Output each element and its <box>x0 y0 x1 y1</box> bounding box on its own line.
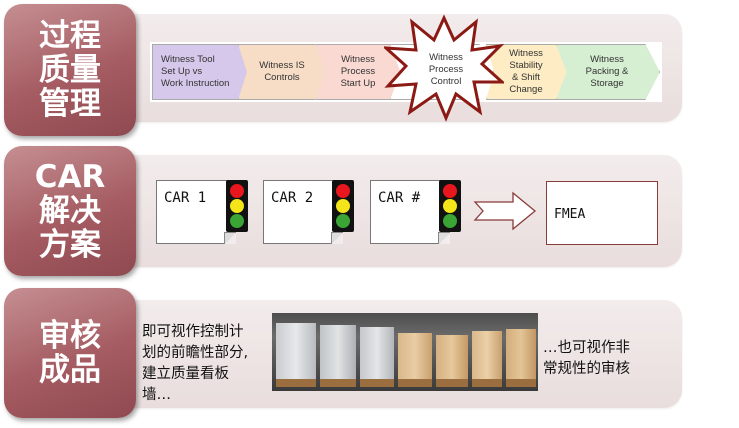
process-step-label: Witness Packing & Storage <box>585 54 629 89</box>
yellow-light-icon <box>230 199 244 213</box>
red-light-icon <box>336 184 350 198</box>
process-step-label: Witness Tool Set Up vs Work Instruction <box>161 54 230 89</box>
process-step-label: Witness IS Controls <box>259 60 305 83</box>
pallet-stack <box>360 327 394 387</box>
fmea-label: FMEA <box>554 207 586 222</box>
process-step-label: Witness Process Start Up <box>340 54 376 89</box>
car-document-2: CAR 2 <box>263 180 343 244</box>
process-step-packing: Witness Packing & Storage <box>556 44 660 100</box>
pallet-stack <box>436 335 468 387</box>
section-tab-audit-product: 审核 成品 <box>4 288 136 418</box>
page-fold-icon <box>438 232 450 244</box>
audit-note-right: …也可视作非 常规性的审核 <box>543 340 630 377</box>
process-step-tool-setup: Witness Tool Set Up vs Work Instruction <box>152 44 250 100</box>
car-label: CAR # <box>378 190 421 206</box>
traffic-light-icon <box>226 180 248 232</box>
car-label: CAR 2 <box>271 190 314 206</box>
process-step-label: Witness Stability & Shift Change <box>509 48 543 95</box>
car-label: CAR 1 <box>164 190 207 206</box>
section-tab-car-solution: CAR 解决 方案 <box>4 146 136 276</box>
pallet-stack <box>276 323 316 387</box>
green-light-icon <box>336 214 350 228</box>
process-step-start-up: Witness Process Start Up <box>316 44 402 100</box>
red-light-icon <box>443 184 457 198</box>
audit-note-left: 即可视作控制计 划的前瞻性部分, 建立质量看板 墙… <box>142 324 249 403</box>
pallet-stack <box>398 333 432 387</box>
yellow-light-icon <box>443 199 457 213</box>
right-arrow-icon <box>473 191 537 231</box>
warehouse-photo <box>272 313 538 391</box>
pallet-stack <box>320 325 356 387</box>
page-fold-icon <box>331 232 343 244</box>
fmea-box: FMEA <box>546 181 658 245</box>
traffic-light-icon <box>439 180 461 232</box>
highlight-burst-icon <box>384 14 504 122</box>
process-step-is-controls: Witness IS Controls <box>238 44 328 100</box>
yellow-light-icon <box>336 199 350 213</box>
page-fold-icon <box>224 232 236 244</box>
green-light-icon <box>230 214 244 228</box>
pallet-stack <box>472 331 502 387</box>
section-tab-process-quality: 过程 质量 管理 <box>4 4 136 136</box>
car-document-n: CAR # <box>370 180 450 244</box>
car-document-1: CAR 1 <box>156 180 236 244</box>
red-light-icon <box>230 184 244 198</box>
process-step-label-highlighted: Witness Process Control <box>428 52 464 87</box>
pallet-stack <box>506 329 536 387</box>
green-light-icon <box>443 214 457 228</box>
traffic-light-icon <box>332 180 354 232</box>
process-step-stability: Witness Stability & Shift Change <box>486 44 568 100</box>
